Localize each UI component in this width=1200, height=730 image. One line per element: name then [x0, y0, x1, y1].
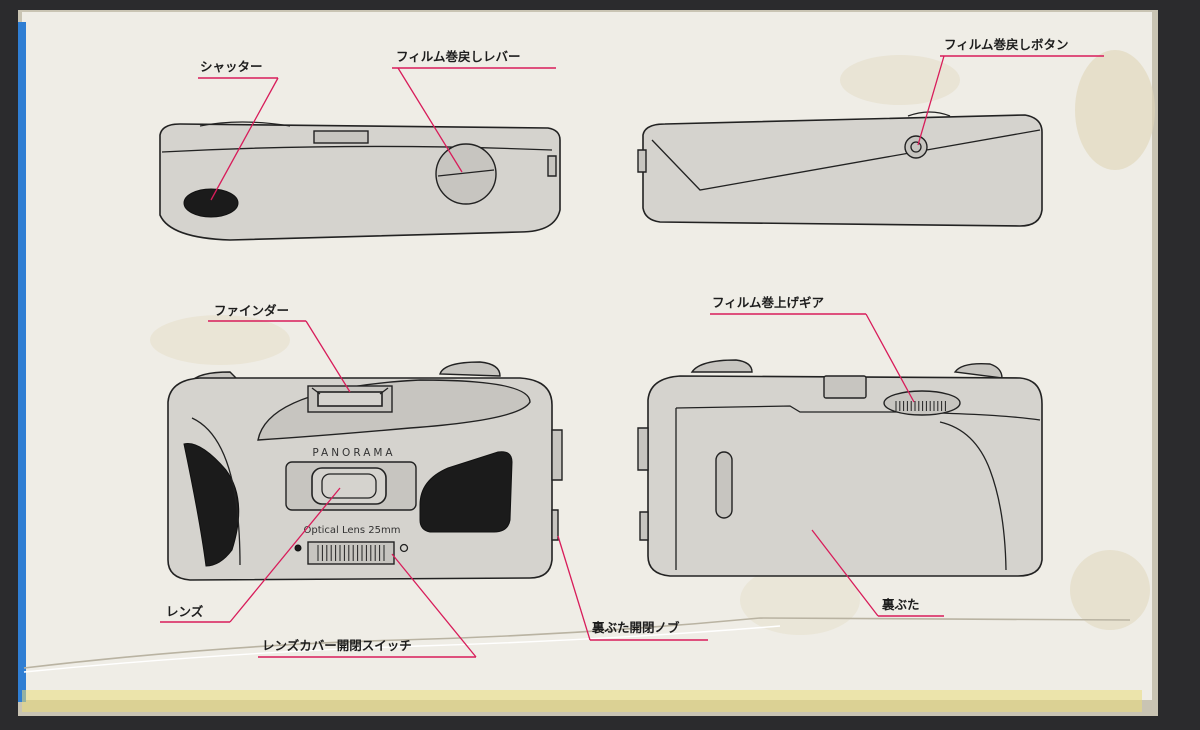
label-lens: レンズ	[166, 604, 204, 619]
lens-cover-switch-icon	[307, 541, 395, 565]
camera-top-view-right	[637, 111, 1043, 227]
part-labels: シャッター フィルム巻戻しレバー フィルム巻戻しボタン ファインダー フィルム巻…	[166, 37, 1069, 653]
label-shutter: シャッター	[200, 59, 263, 74]
label-back-door: 裏ぶた	[881, 597, 920, 612]
camera-back-view	[637, 359, 1043, 577]
lens-icon	[311, 467, 387, 505]
label-rewind-button: フィルム巻戻しボタン	[944, 37, 1069, 52]
panorama-text: PANORAMA	[312, 447, 395, 459]
shutter-button-icon	[183, 188, 239, 218]
optical-lens-text: Optical Lens 25mm	[304, 525, 401, 536]
camera-front-view: PANORAMA Optical Lens 25mm	[167, 361, 563, 581]
label-advance-gear: フィルム巻上げギア	[712, 295, 824, 310]
camera-top-view-left	[159, 121, 561, 241]
leader-lines	[160, 55, 1104, 658]
label-finder: ファインダー	[214, 303, 289, 318]
label-back-door-knob: 裏ぶた開閉ノブ	[591, 620, 680, 635]
rewind-button-icon	[904, 135, 928, 159]
label-rewind-lever: フィルム巻戻しレバー	[396, 49, 521, 64]
label-lens-cover-switch: レンズカバー開閉スイッチ	[262, 638, 412, 653]
advance-gear-icon	[883, 390, 961, 416]
rewind-lever-icon	[435, 143, 497, 205]
